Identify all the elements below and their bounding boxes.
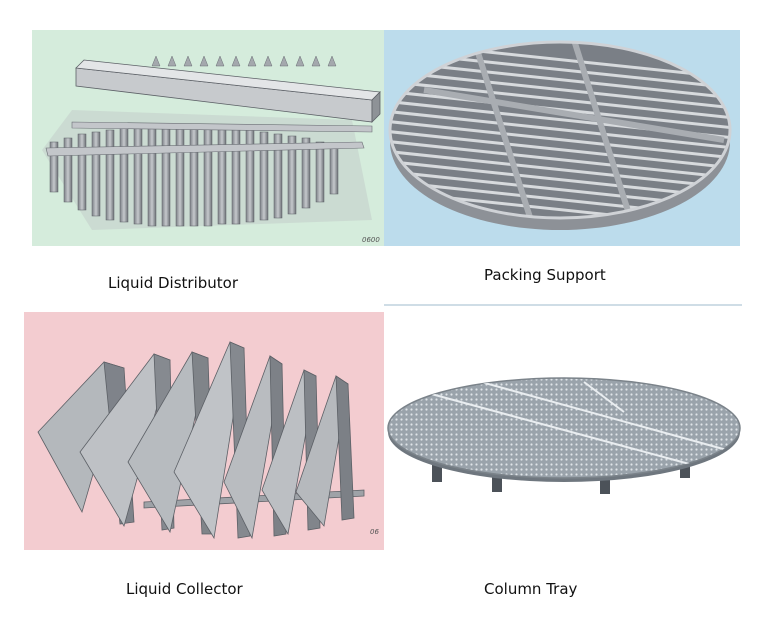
liquid-distributor-illustration: 0600: [42, 55, 381, 244]
column-tray-image: [384, 372, 744, 502]
column-tray-illustration: [387, 377, 741, 494]
packing-support-illustration: [388, 40, 732, 230]
section-divider: [384, 304, 742, 306]
packing-support-image: [384, 30, 740, 246]
liquid-collector-caption: Liquid Collector: [126, 580, 243, 598]
liquid-distributor-image: 0600: [32, 30, 384, 246]
column-tray-caption: Column Tray: [484, 580, 578, 598]
liquid-distributor-code: 0600: [362, 236, 380, 244]
liquid-distributor-caption: Liquid Distributor: [108, 274, 239, 292]
packing-support-caption: Packing Support: [484, 266, 606, 284]
liquid-collector-image: 06: [24, 312, 384, 550]
liquid-collector-code: 06: [370, 528, 379, 536]
liquid-collector-illustration: 06: [37, 341, 379, 540]
